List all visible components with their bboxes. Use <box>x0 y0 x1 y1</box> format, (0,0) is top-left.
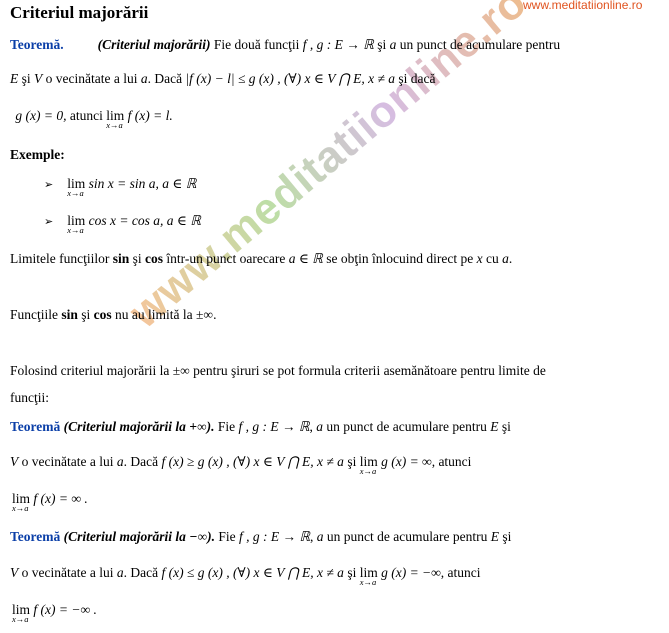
page-title: Criteriul majorării <box>10 3 149 22</box>
arrow-bullet-icon: ➢ <box>44 216 54 228</box>
theorem2-line2: V o vecinătate a lui a. Dacă f (x) ≥ g (… <box>10 454 472 476</box>
theorem-name: (Criteriul majorării la +∞). <box>60 419 215 434</box>
theorem-name: (Criteriul majorării) <box>97 37 211 52</box>
paragraph-infinity: Funcţiile sin şi cos nu au limită la ±∞. <box>10 307 217 322</box>
theorem-label: Teoremă <box>10 419 61 434</box>
theorem3-line1: Teoremă (Criteriul majorării la −∞). Fie… <box>10 529 512 544</box>
theorem-label: Teoremă <box>10 529 61 544</box>
paragraph-limits: Limitele funcţiilor sin şi cos într-un p… <box>10 251 513 266</box>
examples-heading: Exemple: <box>10 147 65 162</box>
math-expression: f , g : E → ℝ <box>302 37 374 52</box>
paragraph-criteria: Folosind criteriul majorării la ±∞ pentr… <box>10 363 546 378</box>
theorem3-line2: V o vecinătate a lui a. Dacă f (x) ≤ g (… <box>10 565 481 587</box>
math-expression: |f (x) − l| ≤ g (x) , (∀) x ∈ V ⋂ E, x ≠… <box>185 71 395 86</box>
site-url-link[interactable]: www.meditatiionline.ro <box>523 0 643 12</box>
theorem-name: (Criteriul majorării la −∞). <box>60 529 215 544</box>
arrow-bullet-icon: ➢ <box>44 179 54 191</box>
theorem1-line2: E şi V o vecinătate a lui a. Dacă |f (x)… <box>10 71 436 86</box>
theorem2-line1: Teoremă (Criteriul majorării la +∞). Fie… <box>10 419 511 434</box>
theorem1-line1: Teoremă.(Criteriul majorării) Fie două f… <box>10 37 561 52</box>
paragraph-criteria-cont: funcţii: <box>10 390 49 405</box>
theorem-label: Teoremă. <box>10 37 64 52</box>
